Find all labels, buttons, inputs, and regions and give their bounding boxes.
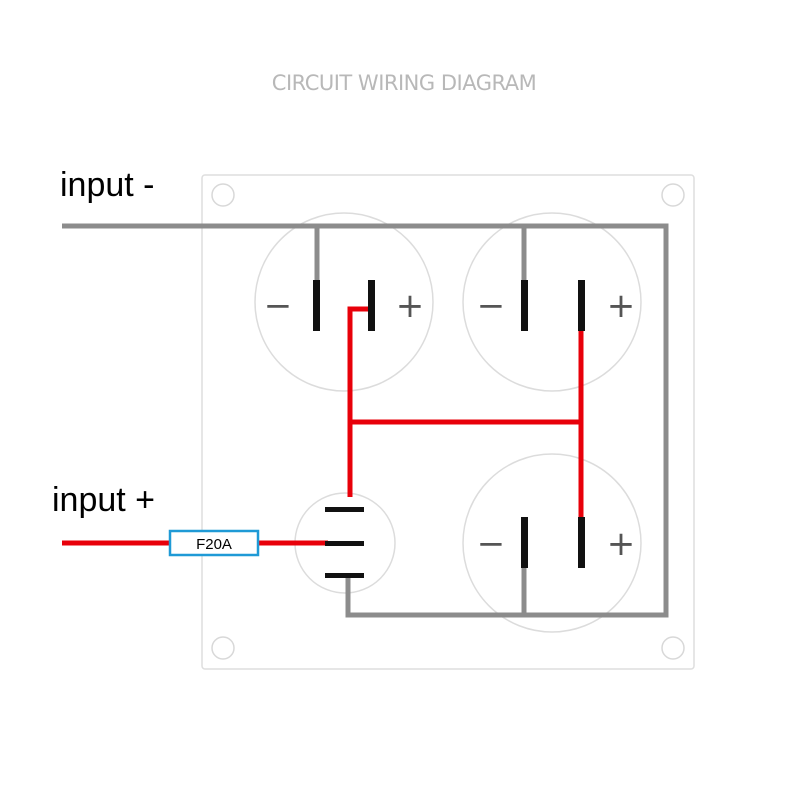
minus-sign-top-left: − <box>264 286 293 326</box>
fuse-body <box>168 529 260 557</box>
fuse-label: F20A <box>196 536 232 553</box>
mounting-hole-top-right <box>661 183 685 207</box>
mounting-panel <box>201 174 695 670</box>
socket-bottom-right <box>462 453 642 633</box>
plus-sign-top-right: + <box>607 286 636 326</box>
top-right-positive-plate <box>578 280 585 331</box>
socket-top-left <box>254 212 434 392</box>
fuse-f20a: F20A <box>168 529 260 557</box>
terminal-plates <box>313 280 585 568</box>
top-left-negative-plate <box>313 280 320 331</box>
switch-terminal-top <box>325 507 364 512</box>
switch-terminal-bottom <box>325 573 364 578</box>
top-left-positive-plate <box>368 280 375 331</box>
diagram-title: CIRCUIT WIRING DIAGRAM <box>272 71 536 95</box>
input-positive-label: input + <box>52 481 155 519</box>
plus-sign-bottom-right: + <box>607 524 636 564</box>
socket-top-right <box>462 212 642 392</box>
negative-wiring <box>62 223 669 618</box>
bottom-right-negative-plate <box>521 517 528 568</box>
negative-bus-wire <box>62 223 669 618</box>
polarity-signs: − + − + − + <box>264 286 636 564</box>
minus-sign-bottom-right: − <box>477 524 506 564</box>
bottom-right-positive-plate <box>578 517 585 568</box>
top-right-negative-plate <box>521 280 528 331</box>
positive-wiring <box>62 306 584 546</box>
input-negative-label: input - <box>60 166 155 204</box>
switch-terminals <box>325 507 364 578</box>
mounting-hole-top-left <box>211 183 235 207</box>
switch-to-top-left-wire <box>347 306 368 497</box>
plus-sign-top-left: + <box>396 286 425 326</box>
mounting-hole-bottom-left <box>211 636 235 660</box>
mounting-hole-bottom-right <box>661 636 685 660</box>
switch-terminal-middle <box>325 541 364 546</box>
minus-sign-top-right: − <box>477 286 506 326</box>
